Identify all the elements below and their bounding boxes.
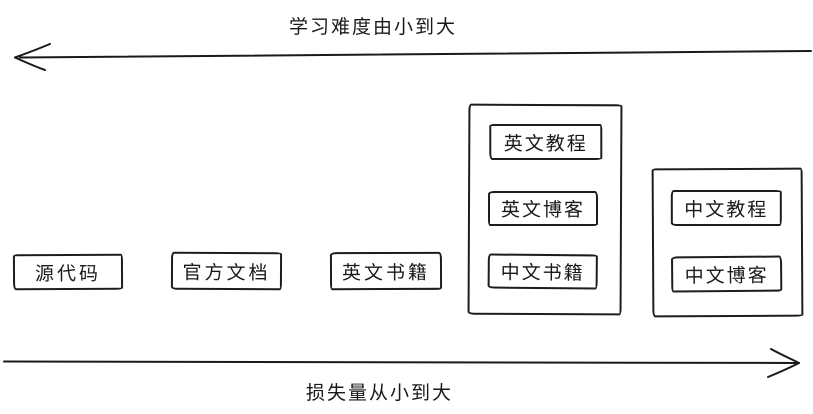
box-english-tutorials-label: 英文教程	[503, 133, 588, 155]
box-english-books-label: 英文书籍	[341, 262, 431, 284]
box-chinese-tutorials: 中文教程	[670, 189, 782, 227]
box-chinese-blogs: 中文博客	[671, 255, 783, 293]
left-arrow-icon	[14, 43, 812, 71]
group-box-mixed: 英文教程 英文博客 中文书籍	[467, 103, 623, 316]
loss-amount-axis-label: 损失量从小到大	[306, 383, 454, 404]
box-chinese-books-label: 中文书籍	[500, 262, 585, 285]
box-chinese-tutorials-label: 中文教程	[684, 199, 769, 221]
right-arrow-icon	[3, 348, 800, 378]
box-english-tutorials: 英文教程	[489, 123, 603, 161]
group-box-chinese: 中文教程 中文博客	[651, 167, 804, 318]
box-english-blogs: 英文博客	[487, 190, 599, 227]
box-official-docs-label: 官方文档	[182, 262, 271, 284]
box-english-blogs-label: 英文博客	[500, 199, 586, 222]
learning-difficulty-axis-label: 学习难度由小到大	[289, 17, 458, 38]
box-source-code-label: 源代码	[34, 263, 102, 285]
box-official-docs: 官方文档	[170, 251, 283, 291]
box-chinese-blogs-label: 中文博客	[684, 265, 769, 287]
box-chinese-books: 中文书籍	[487, 253, 598, 290]
box-source-code: 源代码	[12, 253, 124, 291]
box-english-books: 英文书籍	[329, 251, 443, 291]
